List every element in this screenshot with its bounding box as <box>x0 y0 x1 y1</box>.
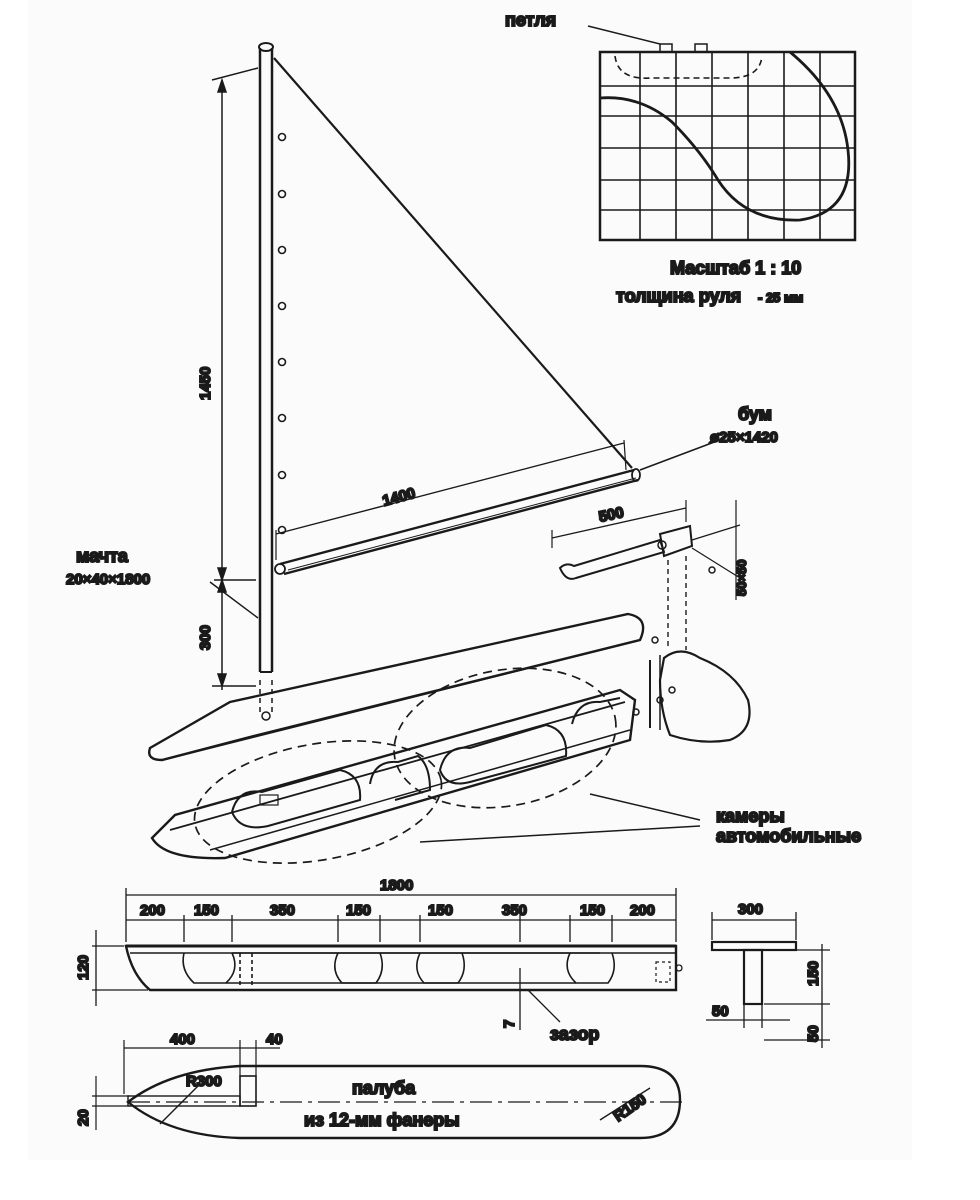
dim-seg-6: 350 <box>502 902 527 919</box>
label-inner-tubes-2: автомобильные <box>716 826 861 846</box>
dim-hull-height: 120 <box>75 955 92 980</box>
dim-seg-2: 150 <box>194 902 219 919</box>
hull-side-view <box>124 944 683 992</box>
dim-seg-5: 150 <box>428 902 453 919</box>
dim-seg-7: 150 <box>580 902 605 919</box>
dim-seg-4: 150 <box>346 902 371 919</box>
label-scale: Масштаб 1 : 10 <box>670 258 801 278</box>
label-rudder-thickness: толщина руля <box>616 286 741 306</box>
label-mast: мачта <box>76 546 129 566</box>
dim-boom-length: 1400 <box>381 485 418 510</box>
dim-deck-20: 20 <box>75 1109 92 1126</box>
sail <box>273 57 633 469</box>
mast-leader <box>209 581 259 619</box>
label-deck-1: палуба <box>352 1078 416 1098</box>
dim-seg-8: 200 <box>630 902 655 919</box>
dim-deck-r150: R150 <box>611 1091 650 1125</box>
mast <box>258 42 274 715</box>
rudder-blade <box>649 636 751 743</box>
dim-gap-value: 7 <box>501 1020 518 1028</box>
dim-seg-3: 350 <box>270 902 295 919</box>
label-inner-tubes-1: камеры <box>716 806 785 826</box>
hull-dimension-lines <box>92 888 677 1030</box>
dim-deck-400: 400 <box>170 1031 195 1048</box>
rudder-hinge-dashed <box>614 55 763 79</box>
boom <box>274 439 641 576</box>
rudder-outline <box>599 50 851 222</box>
label-boom-size: ø25×1420 <box>710 429 778 446</box>
rudder-grid <box>598 50 857 242</box>
mast-dim-line <box>211 67 259 690</box>
label-mast-size: 20×40×1800 <box>66 571 150 588</box>
label-deck-2: из 12-мм фанеры <box>304 1110 460 1130</box>
label-boom: бум <box>738 404 772 424</box>
dim-section-width: 300 <box>738 901 763 918</box>
dim-deck-r300: R300 <box>186 1073 222 1090</box>
dim-mast-bottom: 300 <box>197 625 214 650</box>
tube-ellipses <box>193 667 617 864</box>
tube-leaders <box>419 793 701 843</box>
tiller <box>551 500 741 650</box>
drawing-frame <box>28 0 912 1160</box>
dim-seg-1: 200 <box>140 902 165 919</box>
mast-rings <box>277 132 287 535</box>
dim-mast-height: 1450 <box>197 367 214 400</box>
label-loop: петля <box>505 10 556 30</box>
dim-deck-40: 40 <box>266 1031 283 1048</box>
dim-section-base: 50 <box>712 1003 729 1020</box>
dim-section-base-h: 50 <box>805 1025 822 1042</box>
loop-pointer <box>587 25 661 45</box>
dim-hull-length: 1800 <box>380 877 413 894</box>
deck-plan <box>92 1040 688 1140</box>
boom-leader <box>639 437 726 471</box>
dim-section-height: 150 <box>805 961 822 986</box>
dim-tiller-section: 50×50 <box>734 559 749 596</box>
label-gap: зазор <box>550 1024 599 1044</box>
dim-tiller-length: 500 <box>597 504 625 526</box>
section-view <box>706 912 830 1048</box>
deck-3d <box>148 612 645 762</box>
label-rudder-thickness-value: - 25 мм <box>758 290 803 305</box>
